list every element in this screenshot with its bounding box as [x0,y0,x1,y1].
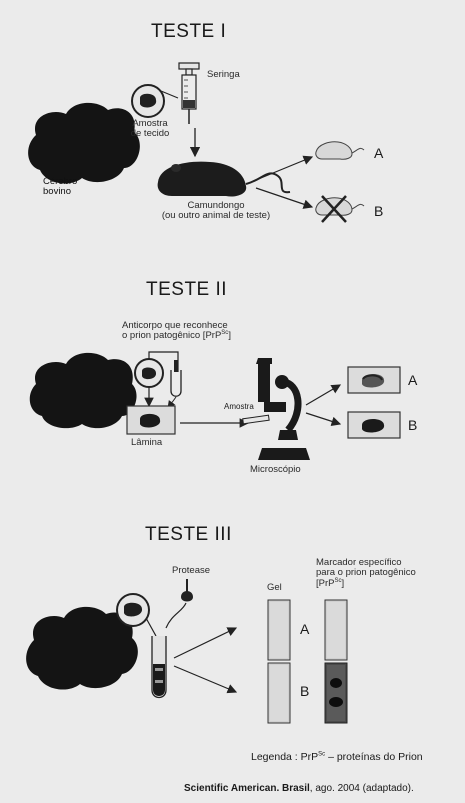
test3-dropper-icon [166,579,193,628]
test3-magnifier-icon [117,594,149,626]
test1-brain-label: Cérebro bovino [43,177,77,198]
test1-brain-icon [28,103,140,184]
test1-mouse-label-line2: (ou outro animal de teste) [146,211,286,221]
test3-gel-label: Gel [267,583,282,593]
test3-gel-b-icon [268,663,290,723]
test1-syringe-icon [179,63,199,124]
test2-brain-icon [30,353,137,428]
test2-slide-label: Lâmina [131,438,162,448]
test3-result-b: B [300,684,309,699]
test1-mouse-label: Camundongo (ou outro animal de teste) [146,201,286,222]
test2-slide-icon [127,406,175,434]
test1-result-a: A [374,146,383,161]
source-rest: , ago. 2004 (adaptado). [310,783,414,794]
test2-result-a: A [408,373,417,388]
test1-mouse-a-icon [316,142,364,159]
test1-syringe-label: Seringa [207,70,240,80]
test2-antibody-label-line2: o prion patogênico [PrPSc] [122,331,231,341]
test3-marker-text: [PrP [316,578,334,589]
test1-result-b: B [374,204,383,219]
legend-prefix: Legenda : PrP [251,751,318,763]
test3-test-tube-icon [152,636,166,698]
test2-microscope-label: Microscópio [250,465,301,475]
test2-slide-a-icon [348,367,400,393]
test2-antibody-label: Anticorpo que reconhece o prion patogêni… [122,321,231,342]
source-bold: Scientific American. Brasil [184,783,310,794]
legend-text: – proteínas do Prion [325,751,422,763]
test3-protease-label: Protease [172,566,210,576]
test3-marker-end: ] [342,578,345,589]
test3-result-a: A [300,622,309,637]
test2-result-b: B [408,418,417,433]
test1-mouse-icon [158,162,290,197]
test2-sample-label: Amostra [224,403,254,412]
test2-slide-b-icon [348,412,400,438]
test2-dropper-icon [171,360,181,396]
legend: Legenda : PrPSc – proteínas do Prion [251,752,423,764]
source-credit: Scientific American. Brasil, ago. 2004 (… [184,783,414,794]
test3-gel-a-icon [268,600,290,660]
test1-sample-label-line2: de tecido [120,129,180,139]
test3-marker-label-line3: [PrPSc] [316,579,416,589]
test3-marker-a-icon [325,600,347,660]
test2-magnifier-icon [135,359,163,387]
test3-marker-b-icon [325,663,347,723]
test1-magnifier-icon [132,85,164,117]
test1-sample-label: Amostra de tecido [120,119,180,140]
test2-title: TESTE II [146,280,227,301]
test2-antibody-text: o prion patogênico [PrP [122,330,221,341]
test2-antibody-end: ] [228,330,231,341]
test1-mouse-b-icon [316,196,364,222]
test3-marker-sup: Sc [334,578,341,584]
test1-brain-label-line2: bovino [43,187,77,197]
test3-title: TESTE III [145,525,232,546]
test1-title: TESTE I [151,22,226,43]
test3-marker-label: Marcador específico para o prion patogên… [316,558,416,589]
